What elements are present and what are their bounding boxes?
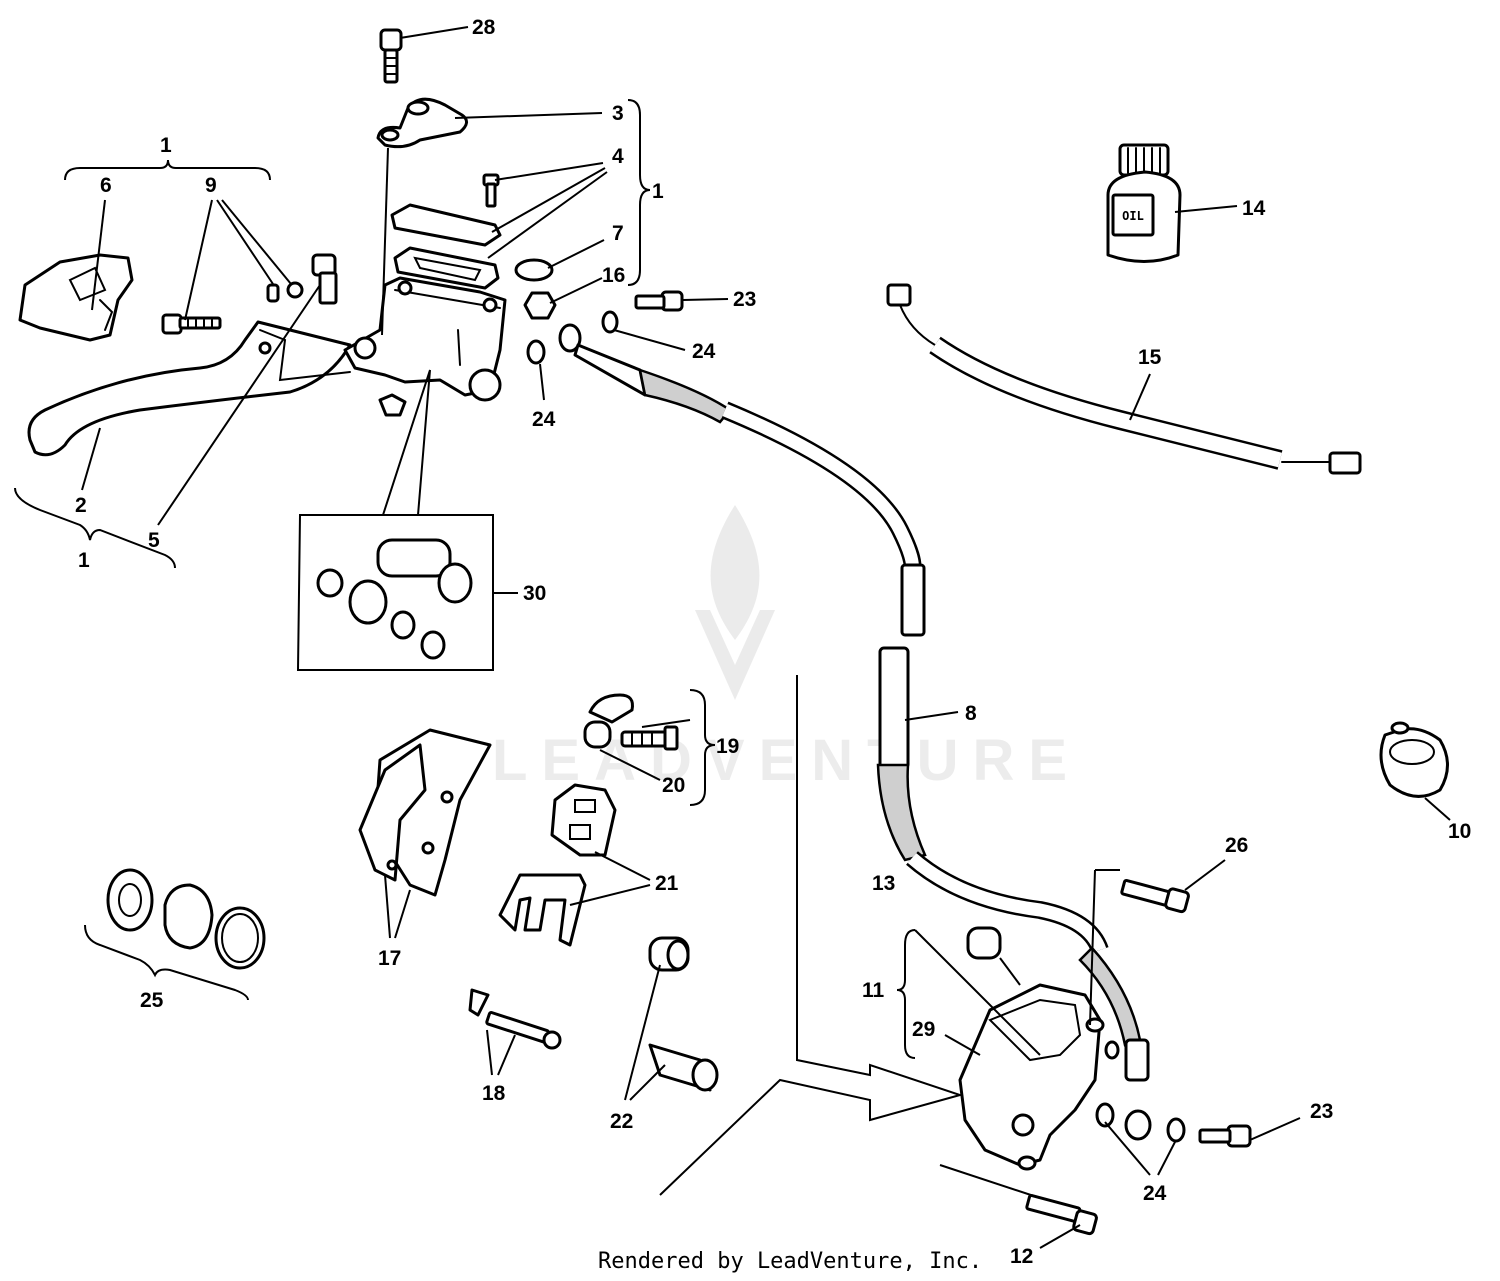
callout-13: 13 <box>872 872 895 895</box>
callout-22: 22 <box>610 1110 633 1133</box>
callout-6: 6 <box>100 174 112 197</box>
callout-14: 14 <box>1242 197 1266 220</box>
callout-18: 18 <box>482 1082 506 1105</box>
callout-15: 15 <box>1138 346 1162 369</box>
callout-11: 11 <box>862 979 885 1002</box>
callout-17: 17 <box>378 947 401 970</box>
callout-28: 28 <box>472 16 496 39</box>
callout-26: 26 <box>1225 834 1248 857</box>
slide-boots-part-22 <box>648 936 719 1092</box>
callout-1-right: 1 <box>652 180 664 203</box>
callout-23-bottom: 23 <box>1310 1100 1333 1123</box>
bolt-part-12 <box>1025 1193 1098 1236</box>
callout-23-top: 23 <box>733 288 756 311</box>
brake-hose-part-8 <box>573 343 1150 1082</box>
callout-5: 5 <box>148 529 160 552</box>
bottle-label-text: OIL <box>1122 209 1144 223</box>
callout-10: 10 <box>1448 820 1471 843</box>
brake-caliper-part-11-29 <box>958 983 1120 1171</box>
bolt-12-line <box>939 1164 1041 1199</box>
callout-2: 2 <box>75 494 87 517</box>
sleeve-line <box>999 957 1021 986</box>
clamp-bolt-part-28 <box>379 28 403 84</box>
callout-8: 8 <box>965 702 977 725</box>
callout-24-c: 24 <box>1143 1182 1167 1205</box>
bolt-26-line <box>1089 869 1120 1026</box>
bracket-25 <box>84 924 249 1001</box>
banjo-fitting-caliper <box>1095 1102 1252 1148</box>
bracket-assembly-1-right <box>627 99 651 286</box>
bracket-11 <box>896 929 916 1059</box>
lever-cover-part-6 <box>18 253 134 342</box>
master-cylinder-body <box>343 276 507 417</box>
pad-shims-part-21 <box>498 783 617 947</box>
leader-lines <box>81 26 1451 1249</box>
callout-19: 19 <box>716 735 739 758</box>
bracket-19 <box>689 689 716 806</box>
callout-24-a: 24 <box>692 340 716 363</box>
bolt-axis-line <box>381 147 389 336</box>
assembly-arrow <box>659 675 964 1196</box>
lever-bolt-part-9 <box>161 281 304 335</box>
callout-4: 4 <box>612 145 624 168</box>
cap-part-7 <box>514 258 554 282</box>
callout-29: 29 <box>912 1018 935 1041</box>
callout-3: 3 <box>612 102 624 125</box>
oil-bottle-part-14: OIL <box>1106 143 1182 263</box>
banjo-bolt-top-part-23 <box>526 290 684 365</box>
callout-labels: 1 1 1 2 3 4 5 6 7 8 9 10 11 12 13 14 15 … <box>75 16 1471 1268</box>
callout-21: 21 <box>655 872 679 895</box>
clamp-part-3 <box>376 97 468 149</box>
brake-switch-wire-part-15 <box>886 283 1362 475</box>
nut-part-16 <box>523 291 557 320</box>
bracket-assembly-1-top <box>64 159 271 181</box>
watermark-text: LEADVENTURE <box>492 728 1081 793</box>
callout-12: 12 <box>1010 1245 1033 1268</box>
callout-1-bottom: 1 <box>78 549 90 572</box>
callout-30: 30 <box>523 582 546 605</box>
pivot-pin-part-5 <box>311 253 338 305</box>
caliper-line-13 <box>914 929 1041 1056</box>
sleeve-part-13 <box>966 926 1002 960</box>
hose-clamp-part-10 <box>1379 721 1449 798</box>
footer-credit: Rendered by LeadVenture, Inc. <box>598 1249 982 1274</box>
bracket-assembly-1-bottom <box>14 487 176 569</box>
brake-pads-part-17 <box>358 728 492 897</box>
callout-25: 25 <box>140 989 164 1012</box>
brake-lever-part-2 <box>27 320 352 457</box>
reservoir-cover-part-4 <box>390 173 502 290</box>
callout-16: 16 <box>602 264 625 287</box>
bolt-part-26 <box>1120 878 1190 914</box>
callout-24-b: 24 <box>532 408 556 431</box>
caliper-seals-part-25 <box>106 868 266 970</box>
pad-pin-part-18 <box>468 988 562 1050</box>
callout-9: 9 <box>205 174 217 197</box>
piston-kit-box-part-30 <box>296 369 494 671</box>
callout-1-top-left: 1 <box>160 134 172 157</box>
leadventure-watermark: LEADVENTURE <box>492 505 1081 793</box>
callout-7: 7 <box>612 222 624 245</box>
bleeder-part-19-20 <box>583 693 679 751</box>
callout-20: 20 <box>662 774 685 797</box>
